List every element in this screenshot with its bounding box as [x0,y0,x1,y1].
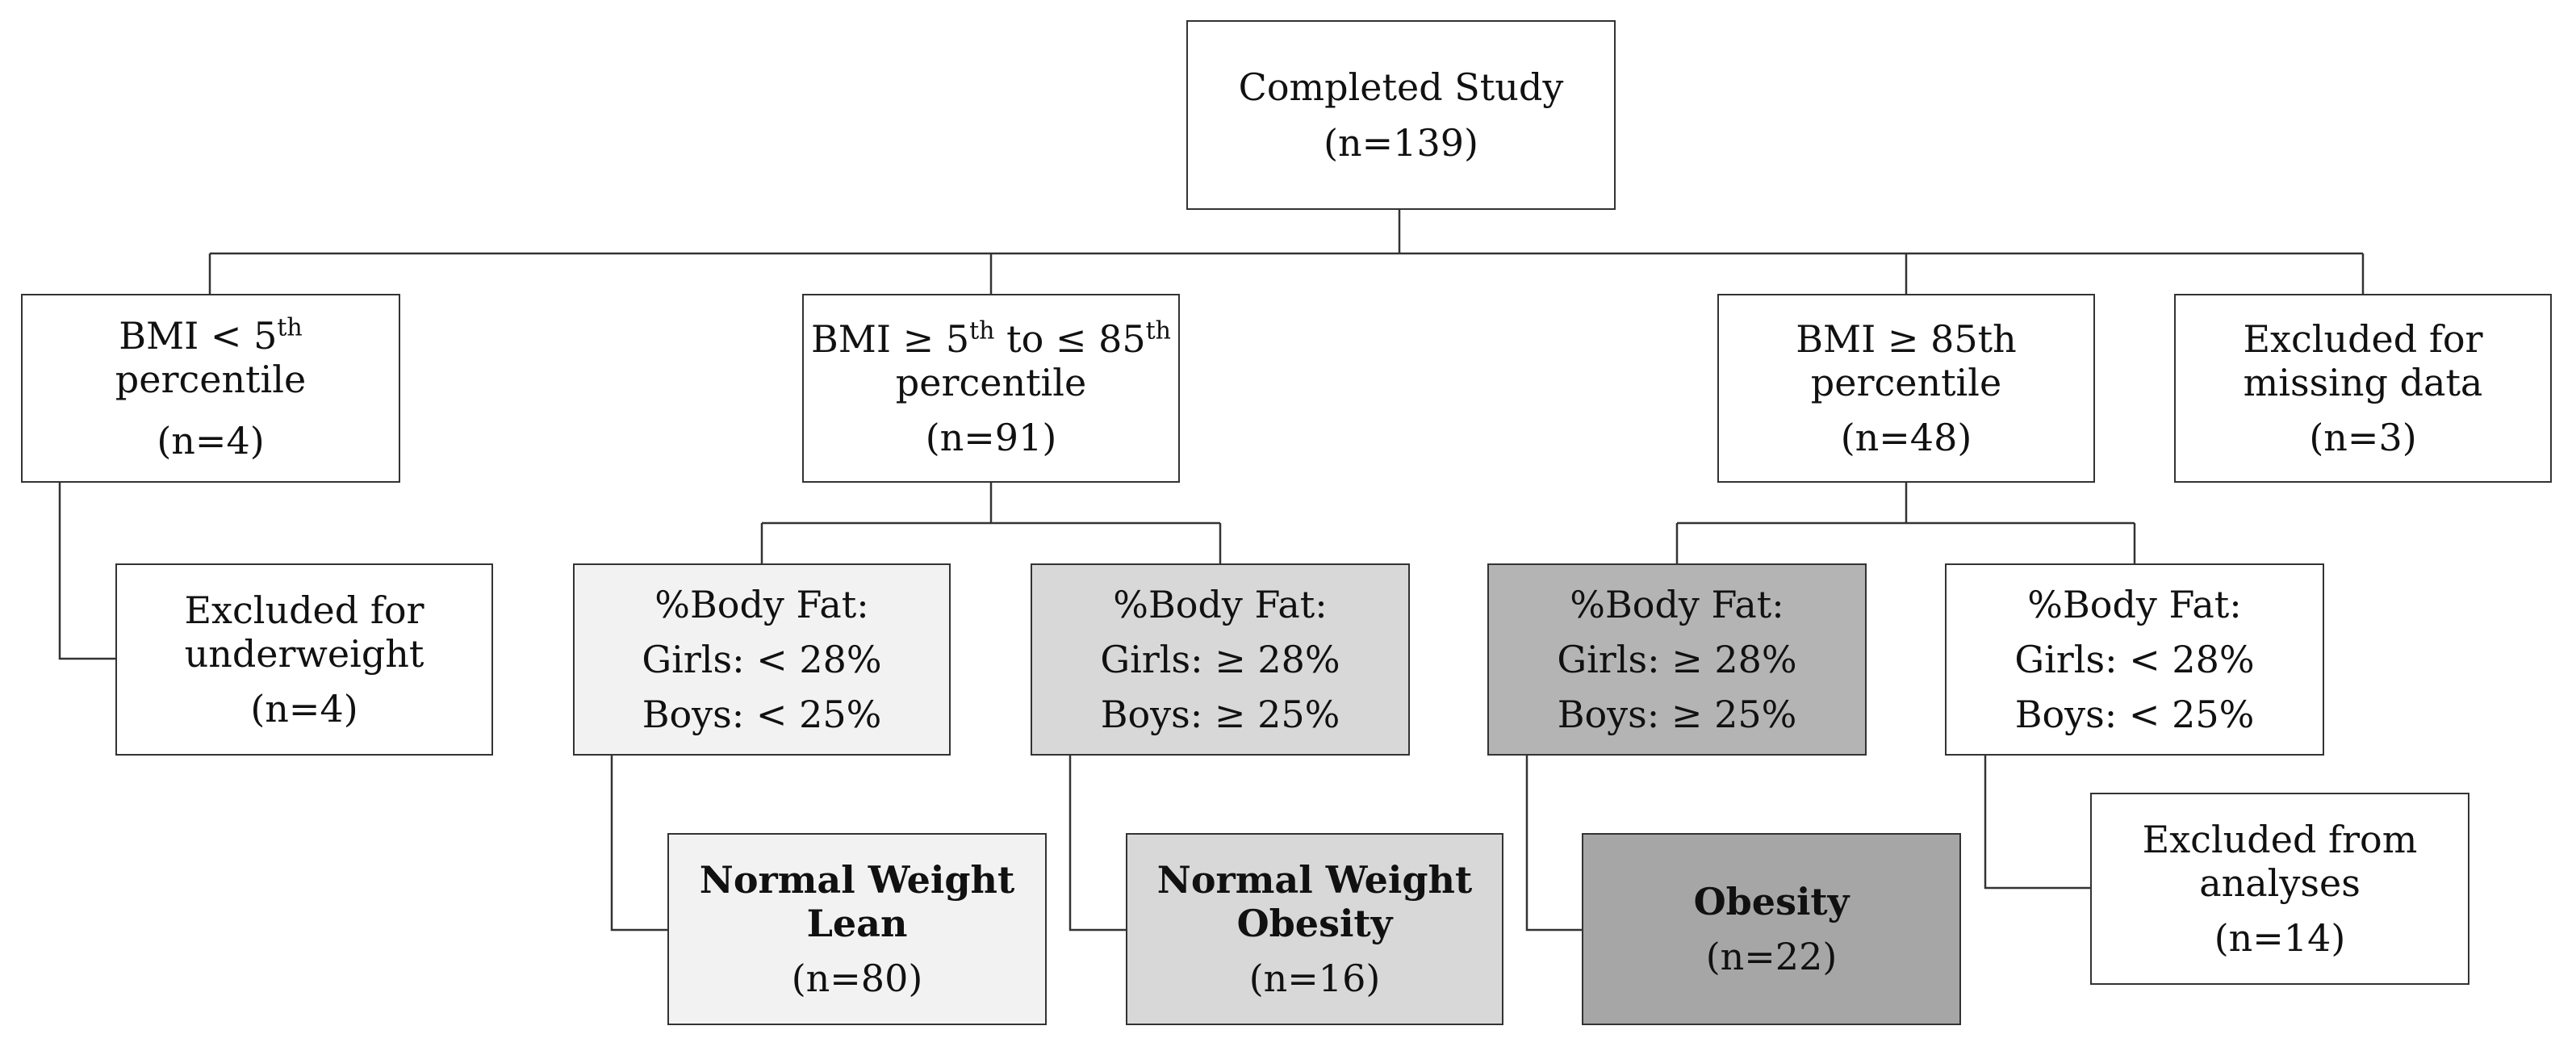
excluded-analyses-count: (n=14) [2214,916,2346,961]
bodyfat-3-boys: Boys: ≥ 25% [1557,693,1797,737]
bodyfat-3-girls: Girls: ≥ 28% [1557,637,1797,681]
excluded-missing-line2: missing data [2243,360,2483,404]
nwl-line2: Lean [806,901,908,945]
normal-weight-obesity-box: Normal Weight Obesity (n=16) [1126,833,1503,1025]
connector-excluded-analyses [1984,756,2090,890]
nwo-line1: Normal Weight [1156,857,1473,902]
bodyfat-box-2: %Body Fat: Girls: ≥ 28% Boys: ≥ 25% [1031,563,1410,756]
excluded-missing-box: Excluded for missing data (n=3) [2174,294,2552,483]
obesity-box: Obesity (n=22) [1582,833,1961,1025]
excluded-analyses-box: Excluded from analyses (n=14) [2090,793,2469,985]
completed-study-title: Completed Study [1238,65,1564,110]
bmi-under-5th-box: BMI < 5th percentile (n=4) [21,294,400,483]
connector-underweight [58,483,115,660]
connector-over-split [1675,483,2136,563]
bmi-under-label: BMI < 5th [119,313,303,358]
bodyfat-box-1: %Body Fat: Girls: < 28% Boys: < 25% [573,563,951,756]
bmi-normal-box: BMI ≥ 5th to ≤ 85th percentile (n=91) [802,294,1180,483]
nwl-count: (n=80) [791,957,923,1001]
bmi-over-count: (n=48) [1840,416,1972,460]
nwo-count: (n=16) [1248,957,1381,1001]
excluded-underweight-box: Excluded for underweight (n=4) [115,563,493,756]
bodyfat-box-3: %Body Fat: Girls: ≥ 28% Boys: ≥ 25% [1487,563,1867,756]
excluded-missing-count: (n=3) [2309,416,2417,460]
excluded-underweight-count: (n=4) [250,687,358,731]
connector-obesity [1525,756,1582,932]
excluded-analyses-line2: analyses [2199,860,2361,905]
connector-nwl [610,756,667,932]
bodyfat-4-girls: Girls: < 28% [2014,637,2255,681]
completed-study-box: Completed Study (n=139) [1186,20,1616,210]
bmi-normal-line2: percentile [895,360,1087,404]
bmi-over-box: BMI ≥ 85th percentile (n=48) [1717,294,2095,483]
excluded-underweight-line1: Excluded for [184,588,424,632]
bodyfat-1-girls: Girls: < 28% [642,637,882,681]
bodyfat-4-boys: Boys: < 25% [2014,693,2255,737]
bmi-under-line2: percentile [115,357,307,401]
obesity-label: Obesity [1693,879,1850,923]
bodyfat-4-title: %Body Fat: [2027,582,2242,626]
obesity-count: (n=22) [1705,935,1838,978]
bmi-over-line2: percentile [1810,360,2002,404]
nwo-line2: Obesity [1236,901,1393,945]
excluded-missing-line1: Excluded for [2243,316,2483,361]
bodyfat-1-title: %Body Fat: [654,582,869,626]
bodyfat-2-girls: Girls: ≥ 28% [1100,637,1340,681]
bodyfat-2-boys: Boys: ≥ 25% [1100,693,1340,737]
bodyfat-3-title: %Body Fat: [1570,582,1784,626]
bmi-under-count: (n=4) [157,419,265,463]
bmi-normal-count: (n=91) [925,416,1057,460]
bmi-normal-label: BMI ≥ 5th to ≤ 85th [810,316,1172,361]
connector-nwo [1068,756,1126,932]
bmi-over-label: BMI ≥ 85th [1796,316,2017,361]
bodyfat-2-title: %Body Fat: [1113,582,1328,626]
connector-normal-split [760,483,1222,563]
excluded-analyses-line1: Excluded from [2142,817,2418,861]
excluded-underweight-line2: underweight [184,631,424,676]
nwl-line1: Normal Weight [699,857,1015,902]
bodyfat-1-boys: Boys: < 25% [642,693,882,737]
bodyfat-box-4: %Body Fat: Girls: < 28% Boys: < 25% [1945,563,2324,756]
normal-weight-lean-box: Normal Weight Lean (n=80) [667,833,1047,1025]
completed-study-count: (n=139) [1324,120,1478,165]
